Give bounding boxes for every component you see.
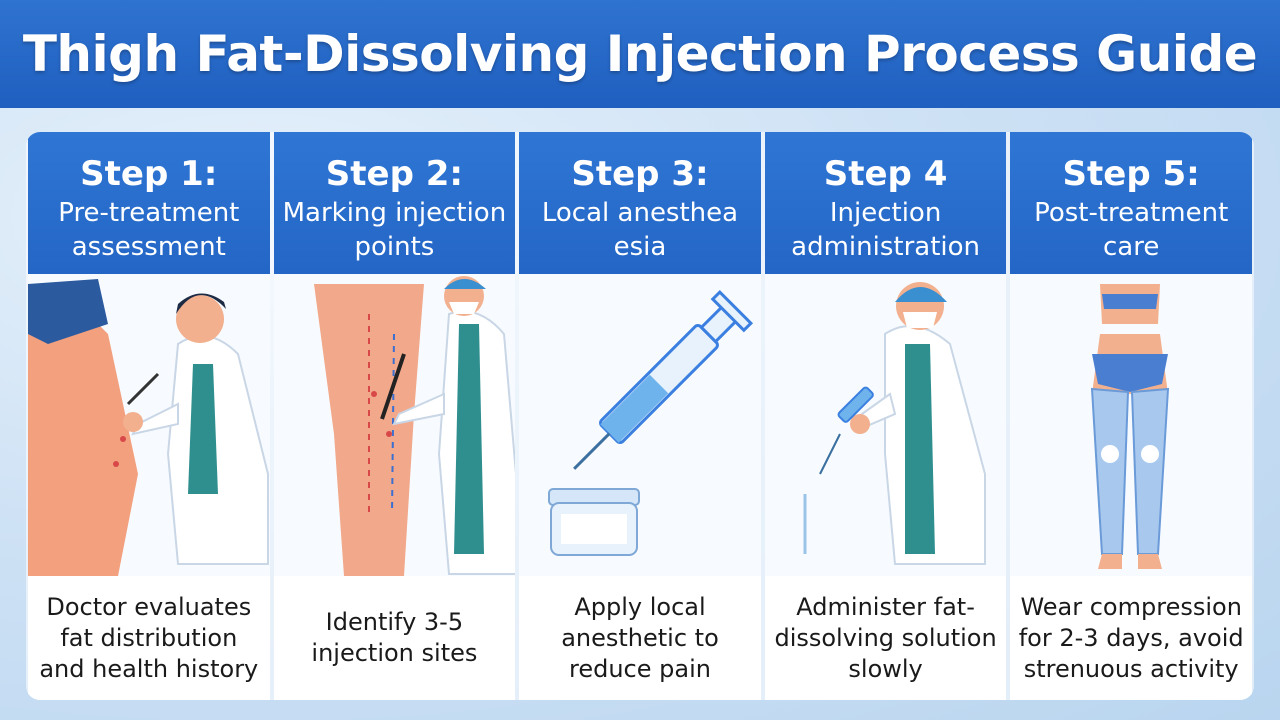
step-subtitle: Injection administration: [791, 198, 980, 262]
step-illustration-5: [1010, 274, 1252, 576]
step-illustration-3: [519, 274, 761, 576]
step-header-3: Step 3: Local anesthea esia: [519, 132, 761, 274]
step-header-4: Step 4 Injection administration: [764, 132, 1007, 274]
step-subtitle: Pre-treatment assessment: [58, 198, 240, 262]
step-description-3: Apply local anesthetic to reduce pain: [519, 576, 761, 700]
marking-thigh-illustration: [313, 276, 516, 576]
page-title: Thigh Fat-Dissolving Injection Process G…: [22, 25, 1258, 83]
step-illustration-4: [764, 274, 1007, 576]
syringe-icon: [573, 289, 754, 470]
nurse-injecting-illustration: [803, 282, 986, 565]
step-description-4: Administer fat-dissolving solution slowl…: [764, 576, 1007, 700]
step-description-5: Wear compression for 2-3 days, avoid str…: [1010, 576, 1252, 700]
step-title: Step 1:: [80, 154, 218, 194]
step-title: Step 3:: [571, 154, 709, 194]
step-subtitle: Local anesthea esia: [541, 198, 739, 262]
step-illustration-2: [273, 274, 516, 576]
step-title: Step 5:: [1062, 154, 1200, 194]
page-header: Thigh Fat-Dissolving Injection Process G…: [0, 0, 1280, 108]
step-card-2: Step 2: Marking injection points Identif…: [273, 132, 516, 700]
step-description-2: Identify 3-5 injection sites: [273, 576, 516, 700]
compression-garment-illustration: [1091, 284, 1170, 569]
step-card-1: Step 1: Pre-treatment assessment Doctor …: [28, 132, 270, 700]
step-title: Step 4: [823, 154, 948, 194]
step-card-4: Step 4 Injection administration Administ…: [764, 132, 1007, 700]
step-header-1: Step 1: Pre-treatment assessment: [28, 132, 270, 274]
step-title: Step 2:: [325, 154, 463, 194]
step-card-5: Step 5: Post-treatment care Wear compres…: [1010, 132, 1252, 700]
step-card-3: Step 3: Local anesthea esia Apply loc: [519, 132, 761, 700]
step-header-5: Step 5: Post-treatment care: [1010, 132, 1252, 274]
step-illustration-1: [28, 274, 270, 576]
step-subtitle: Post-treatment care: [1034, 198, 1229, 262]
cream-jar-icon: [548, 488, 641, 556]
step-subtitle: Marking injection points: [282, 198, 507, 262]
steps-panel: Step 1: Pre-treatment assessment Doctor …: [26, 132, 1254, 700]
syringe-and-cream-jar-illustration: [548, 289, 754, 556]
step-header-2: Step 2: Marking injection points: [273, 132, 516, 274]
doctor-examining-thigh-illustration: [28, 279, 269, 576]
step-description-1: Doctor evaluates fat distribution and he…: [28, 576, 270, 700]
